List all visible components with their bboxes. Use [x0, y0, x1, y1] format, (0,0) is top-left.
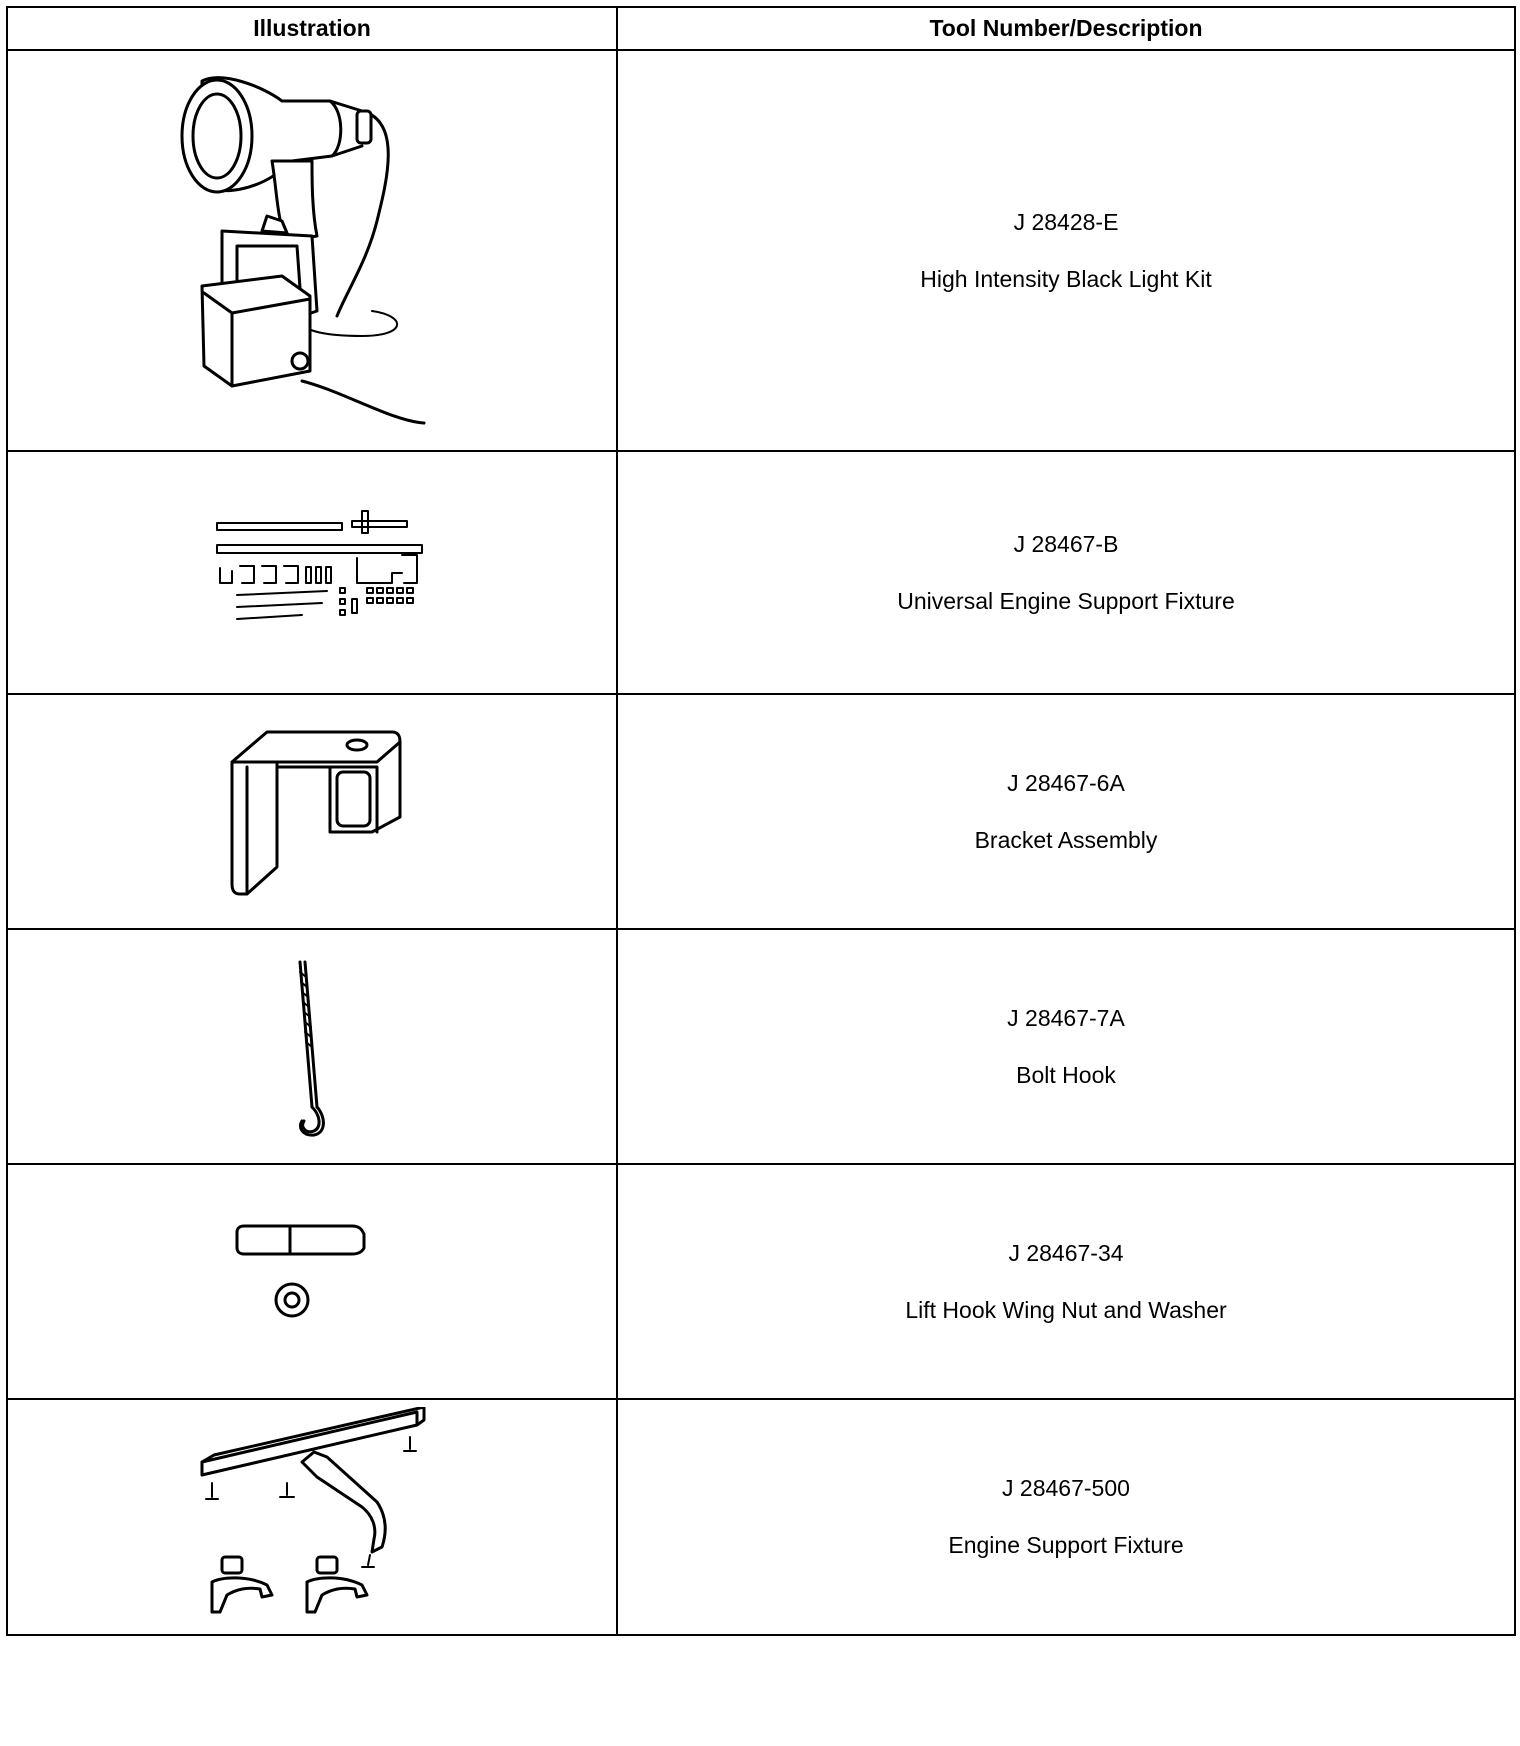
tool-number: J 28467-34	[1008, 1239, 1124, 1266]
tool-description: Engine Support Fixture	[948, 1532, 1184, 1558]
tool-description: High Intensity Black Light Kit	[920, 265, 1212, 292]
illustration-cell	[6, 1398, 618, 1636]
illustration-cell	[6, 928, 618, 1165]
description-cell: J 28467-6A Bracket Assembly	[616, 693, 1516, 930]
description-cell: J 28428-E High Intensity Black Light Kit	[616, 49, 1516, 452]
table-header-row: Illustration Tool Number/Description	[6, 6, 1516, 51]
engine-support-fixture-illustration	[200, 1407, 426, 1614]
bracket-assembly-illustration	[230, 730, 402, 895]
tool-description: Lift Hook Wing Nut and Washer	[905, 1296, 1227, 1323]
tool-number: J 28467-500	[1002, 1475, 1130, 1501]
illustration-cell	[6, 693, 618, 930]
table-row: J 28467-6A Bracket Assembly	[6, 693, 1516, 930]
table-row: J 28467-34 Lift Hook Wing Nut and Washer	[6, 1163, 1516, 1400]
tool-number: J 28467-B	[1013, 530, 1119, 557]
tool-table: Illustration Tool Number/Description	[6, 6, 1516, 1636]
table-row: J 28467-B Universal Engine Support Fixtu…	[6, 450, 1516, 695]
illustration-cell	[6, 450, 618, 695]
header-tool-number-description: Tool Number/Description	[616, 6, 1516, 51]
tool-description: Universal Engine Support Fixture	[897, 587, 1235, 614]
table-row: J 28428-E High Intensity Black Light Kit	[6, 49, 1516, 452]
wing-nut-washer-illustration	[235, 1224, 366, 1317]
description-cell: J 28467-7A Bolt Hook	[616, 928, 1516, 1165]
tool-description: Bracket Assembly	[974, 826, 1158, 853]
tool-number: J 28467-7A	[1007, 1004, 1125, 1031]
header-illustration: Illustration	[6, 6, 618, 51]
tool-number: J 28428-E	[1013, 208, 1119, 235]
table-row: J 28467-7A Bolt Hook	[6, 928, 1516, 1165]
tool-number: J 28467-6A	[1007, 769, 1125, 796]
illustration-cell	[6, 49, 618, 452]
illustration-cell	[6, 1163, 618, 1400]
black-light-kit-illustration	[180, 75, 426, 424]
tool-description: Bolt Hook	[1016, 1061, 1116, 1088]
description-cell: J 28467-B Universal Engine Support Fixtu…	[616, 450, 1516, 695]
universal-engine-support-fixture-illustration	[216, 509, 423, 620]
table-row: J 28467-500 Engine Support Fixture	[6, 1398, 1516, 1636]
description-cell: J 28467-34 Lift Hook Wing Nut and Washer	[616, 1163, 1516, 1400]
description-cell: J 28467-500 Engine Support Fixture	[616, 1398, 1516, 1636]
bolt-hook-illustration	[298, 960, 325, 1137]
